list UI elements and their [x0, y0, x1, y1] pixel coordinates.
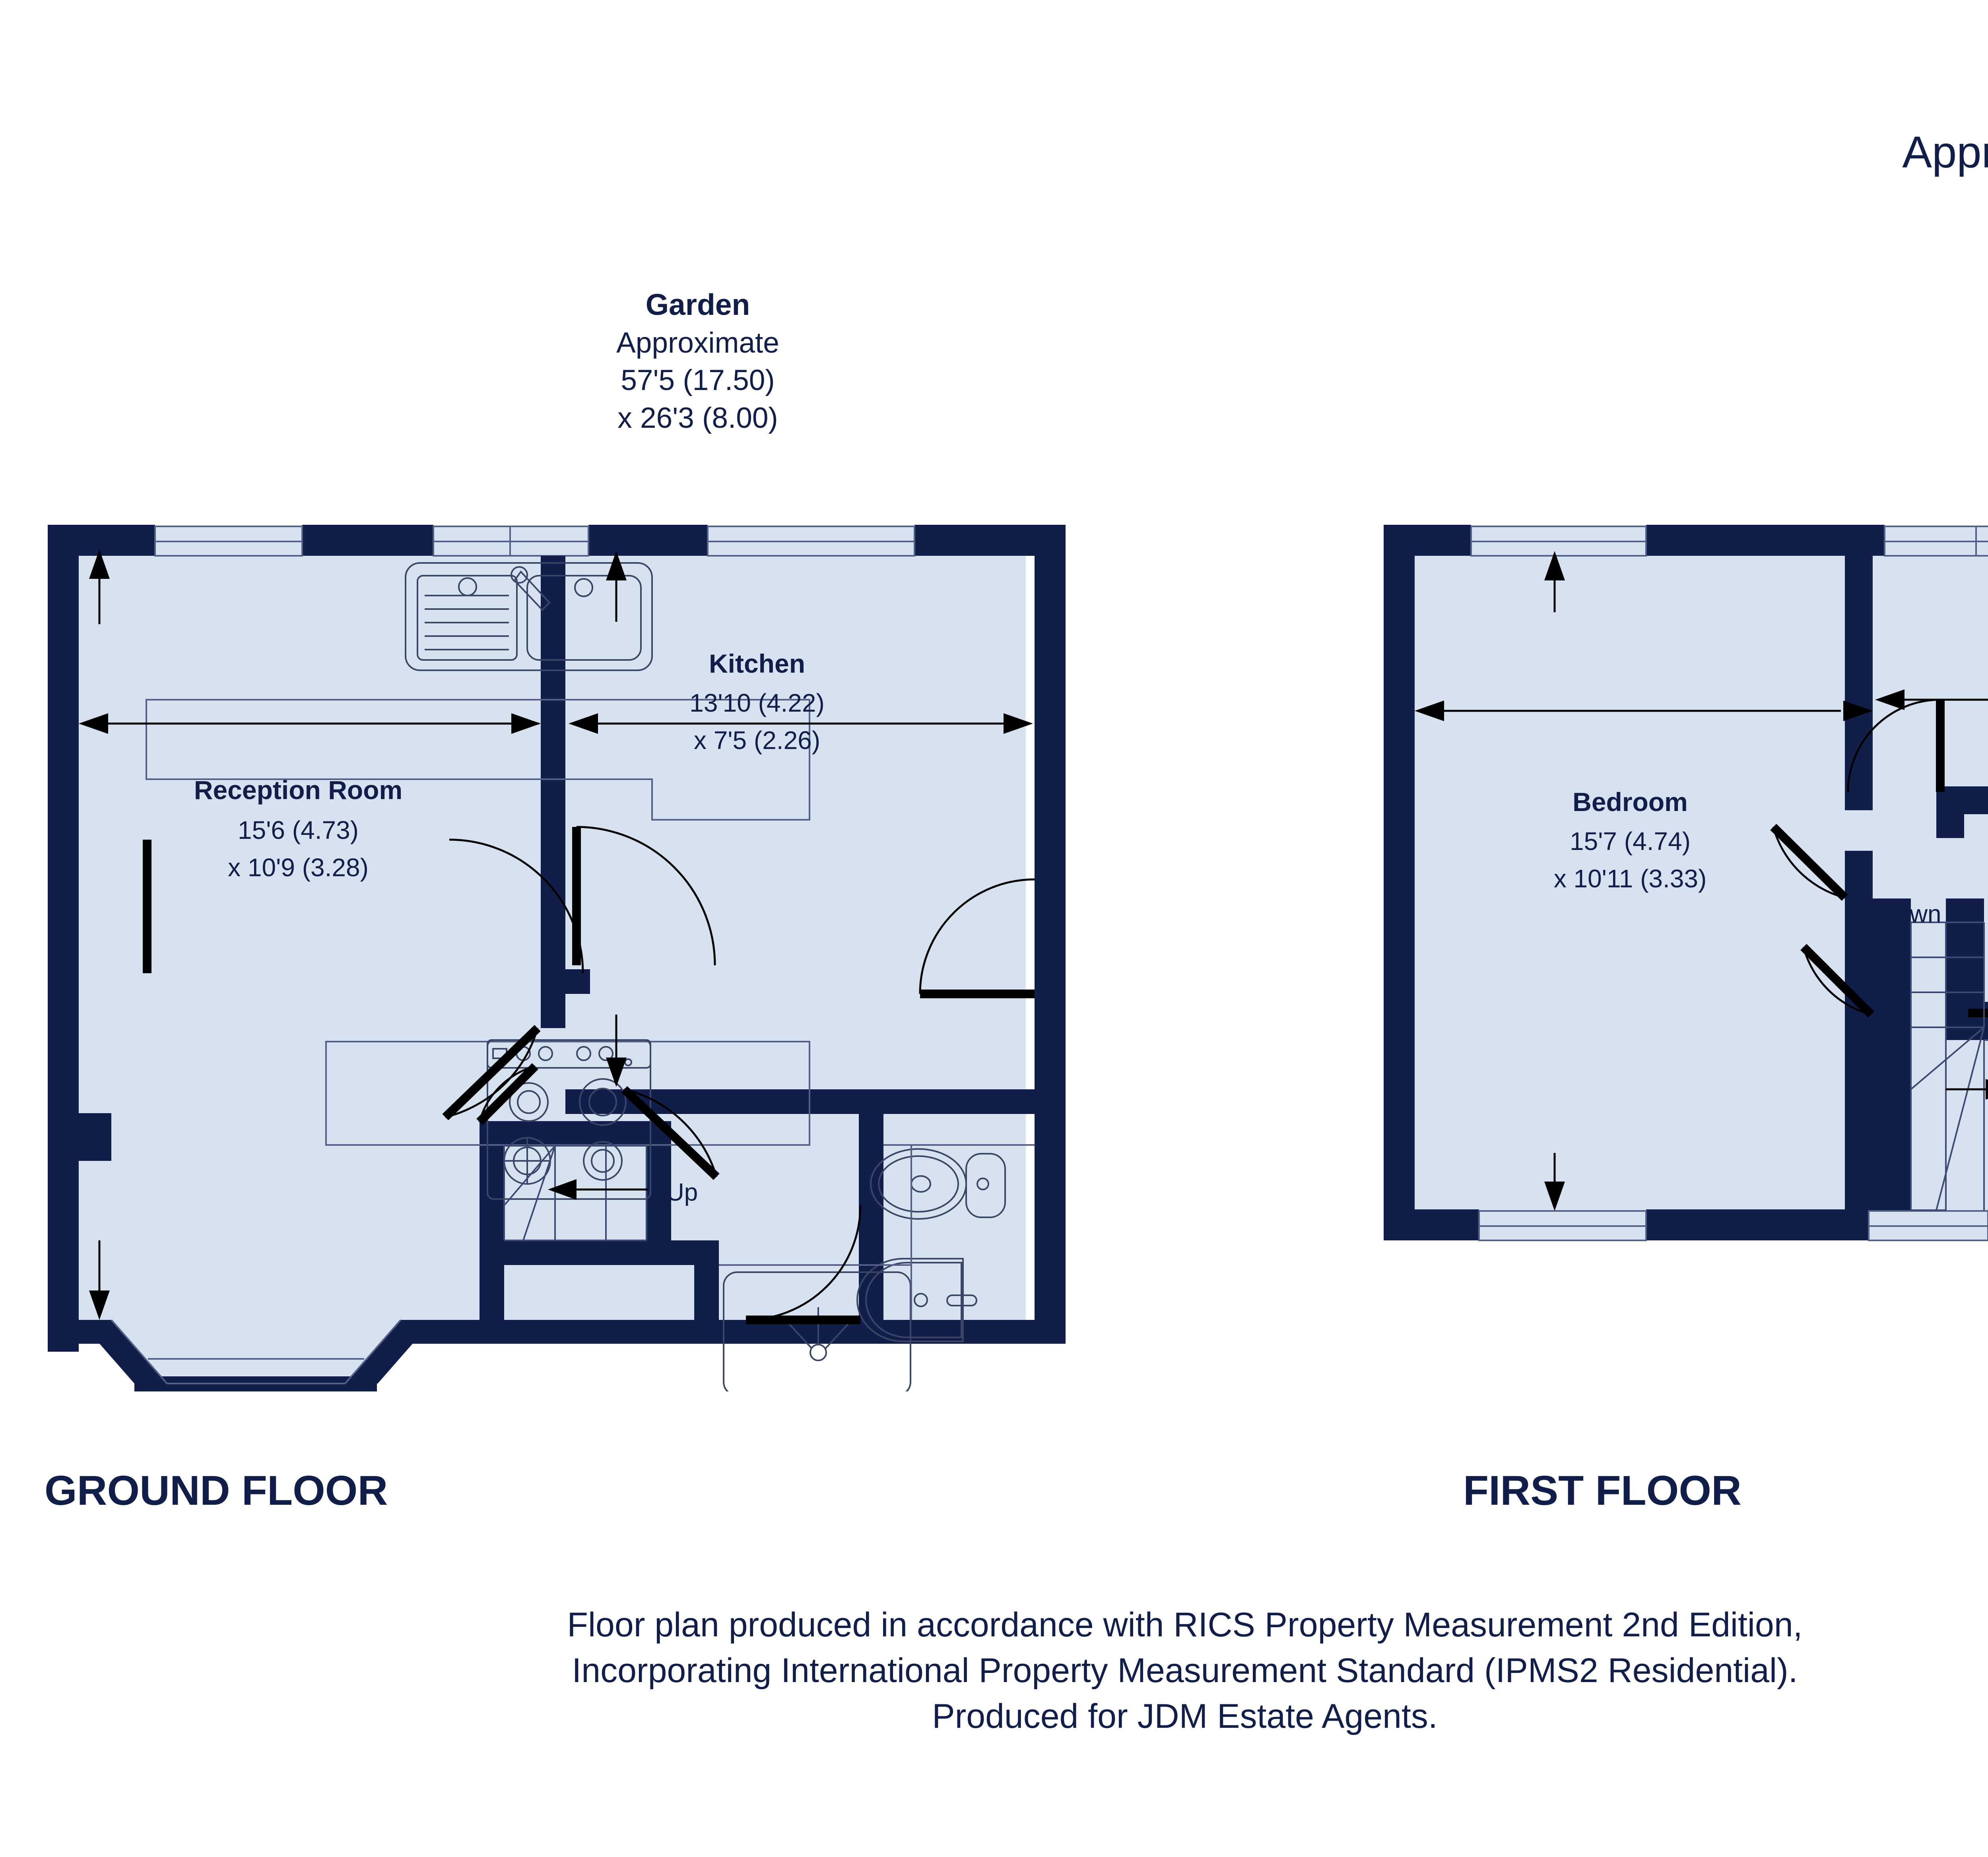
room-dimension-2: x 10'9 (3.28)	[228, 853, 369, 882]
room-name: Bedroom	[1573, 787, 1688, 817]
approximate-area-text: Approximate Area = 789 sq ft / 73.3 sq m	[1902, 127, 1988, 177]
room-dimension-1: 15'6 (4.73)	[238, 816, 359, 844]
garden-title: Garden	[645, 288, 750, 321]
footer-line-1: Floor plan produced in accordance with R…	[567, 1606, 1803, 1644]
document-header: Wendover Road, SE9 Approximate Area = 78…	[1902, 44, 1988, 177]
footer-line-3: Produced for JDM Estate Agents.	[932, 1697, 1438, 1736]
page-title: Wendover Road, SE9	[1902, 44, 1988, 109]
room-dimension-2: x 10'11 (3.33)	[1554, 864, 1707, 893]
stairs-up-label: Up	[666, 1179, 698, 1206]
room-name: Reception Room	[194, 775, 402, 805]
garden-dimension-length: 57'5 (17.50)	[621, 364, 775, 397]
room-name: Kitchen	[709, 649, 805, 678]
room-label-bedroom-1: Bedroom 15'7 (4.74) x 10'11 (3.33)	[1554, 787, 1707, 893]
room-label-reception: Reception Room 15'6 (4.73) x 10'9 (3.28)	[194, 775, 402, 882]
footer-disclaimer: Floor plan produced in accordance with R…	[0, 1602, 1988, 1740]
ground-floor-caption: GROUND FLOOR	[45, 1467, 388, 1514]
garden-dimension-width: x 26'3 (8.00)	[617, 402, 778, 435]
first-floor-plan: Down	[1384, 525, 1988, 1280]
ground-floor-plan: Up Reception Room 15'6 (4.73) x 10'9 (3.…	[48, 525, 1066, 1391]
footer-line-2: Incorporating International Property Mea…	[572, 1651, 1798, 1690]
first-floor-caption: FIRST FLOOR	[1463, 1467, 1741, 1514]
stairs-down-label: Down	[1878, 900, 1941, 928]
room-dimension-2: x 7'5 (2.26)	[694, 726, 820, 755]
room-dimension-1: 13'10 (4.22)	[689, 689, 825, 717]
garden-note: Garden Approximate 57'5 (17.50) x 26'3 (…	[559, 285, 837, 437]
garden-approximate-label: Approximate	[616, 326, 779, 359]
room-label-kitchen: Kitchen 13'10 (4.22) x 7'5 (2.26)	[689, 649, 825, 755]
room-dimension-1: 15'7 (4.74)	[1570, 827, 1691, 856]
